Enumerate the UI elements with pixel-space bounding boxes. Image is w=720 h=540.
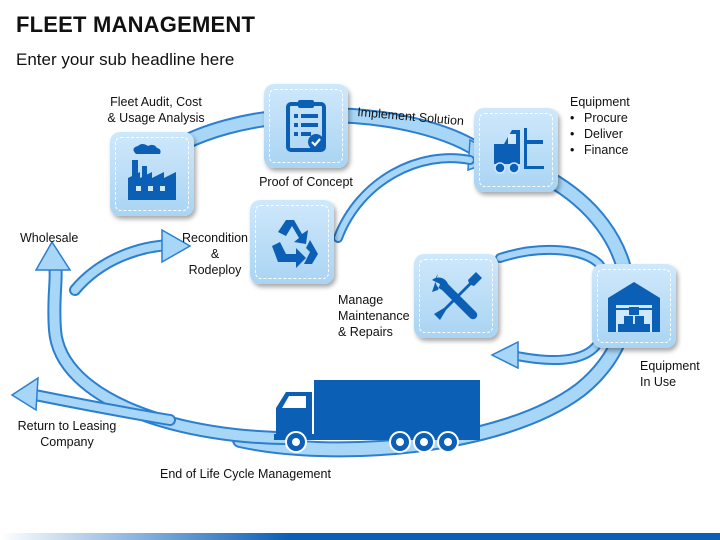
proof-of-concept-tile	[264, 84, 348, 168]
return-to-leasing-label: Return to Leasing Company	[17, 419, 117, 449]
fleet-audit-tile	[110, 132, 194, 216]
proof-of-concept-label: Proof of Concept	[259, 175, 353, 189]
wholesale-arrow-head	[34, 240, 72, 271]
forklift-icon	[494, 128, 544, 174]
recondition-tile	[250, 200, 334, 284]
recondition-arrow-head	[161, 228, 192, 264]
wrench-screwdriver-icon	[432, 272, 482, 320]
factory-icon	[128, 144, 176, 200]
equipment-tile	[474, 108, 558, 192]
equipment-item-finance: Finance	[570, 142, 660, 158]
recondition-label: Recondition & Rodeploy	[181, 231, 248, 277]
page-subtitle: Enter your sub headline here	[16, 50, 235, 69]
page-title: FLEET MANAGEMENT	[16, 12, 256, 37]
equipment-in-use-tile	[592, 264, 676, 348]
clipboard-checklist-icon	[286, 100, 326, 152]
bottom-accent-bar	[0, 533, 720, 540]
manage-maintenance-label: Manage Maintenance & Repairs	[338, 293, 410, 339]
equipment-item-deliver: Deliver	[570, 126, 660, 142]
maintenance-tile	[414, 254, 498, 338]
warehouse-icon	[608, 282, 660, 332]
return-arrow-head	[10, 376, 39, 412]
equipment-heading: Equipment	[570, 95, 630, 109]
equipment-in-use-label: Equipment In Use	[640, 359, 700, 389]
truck-icon	[274, 380, 480, 453]
wholesale-label: Wholesale	[20, 231, 79, 245]
maintenance-arrow-head	[490, 340, 519, 370]
end-of-life-label: End of Life Cycle Management	[160, 467, 331, 481]
equipment-item-procure: Procure	[570, 110, 660, 126]
recycle-icon	[272, 220, 318, 268]
equipment-label: Equipment Procure Deliver Finance	[570, 94, 660, 158]
fleet-audit-label: Fleet Audit, Cost & Usage Analysis	[107, 95, 205, 125]
